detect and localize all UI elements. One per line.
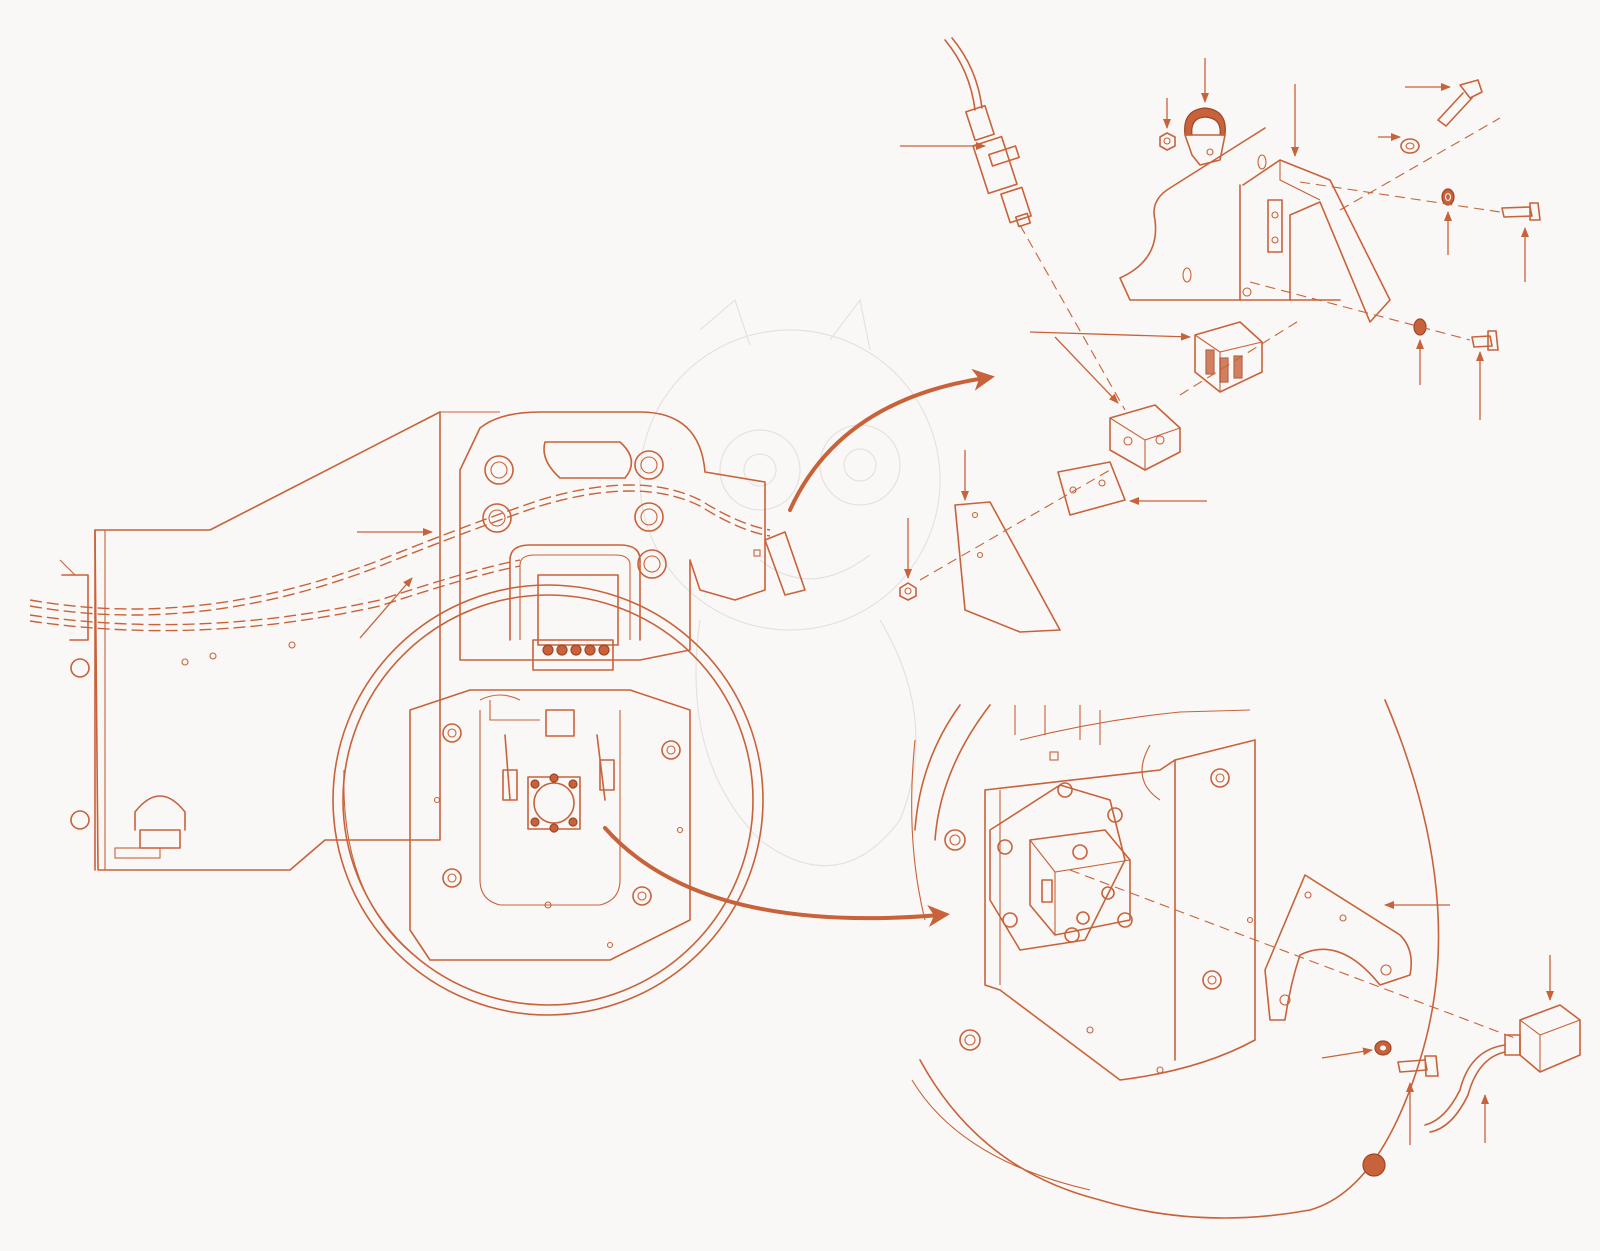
detail-arrow-upper bbox=[788, 368, 995, 512]
filled-circle-icon bbox=[1362, 1153, 1386, 1177]
cable-harness-41 bbox=[29, 484, 771, 616]
callout-leaders bbox=[357, 58, 1554, 1145]
watermark-illustration bbox=[639, 298, 941, 867]
callout-labels bbox=[1362, 1153, 1386, 1177]
sensor-bracket-assembly bbox=[899, 37, 1541, 633]
detail-arrow-lower bbox=[603, 826, 950, 927]
motor-detail-assembly bbox=[911, 699, 1581, 1219]
main-frame-assembly bbox=[59, 411, 806, 1016]
cable-harness-20 bbox=[29, 559, 521, 632]
